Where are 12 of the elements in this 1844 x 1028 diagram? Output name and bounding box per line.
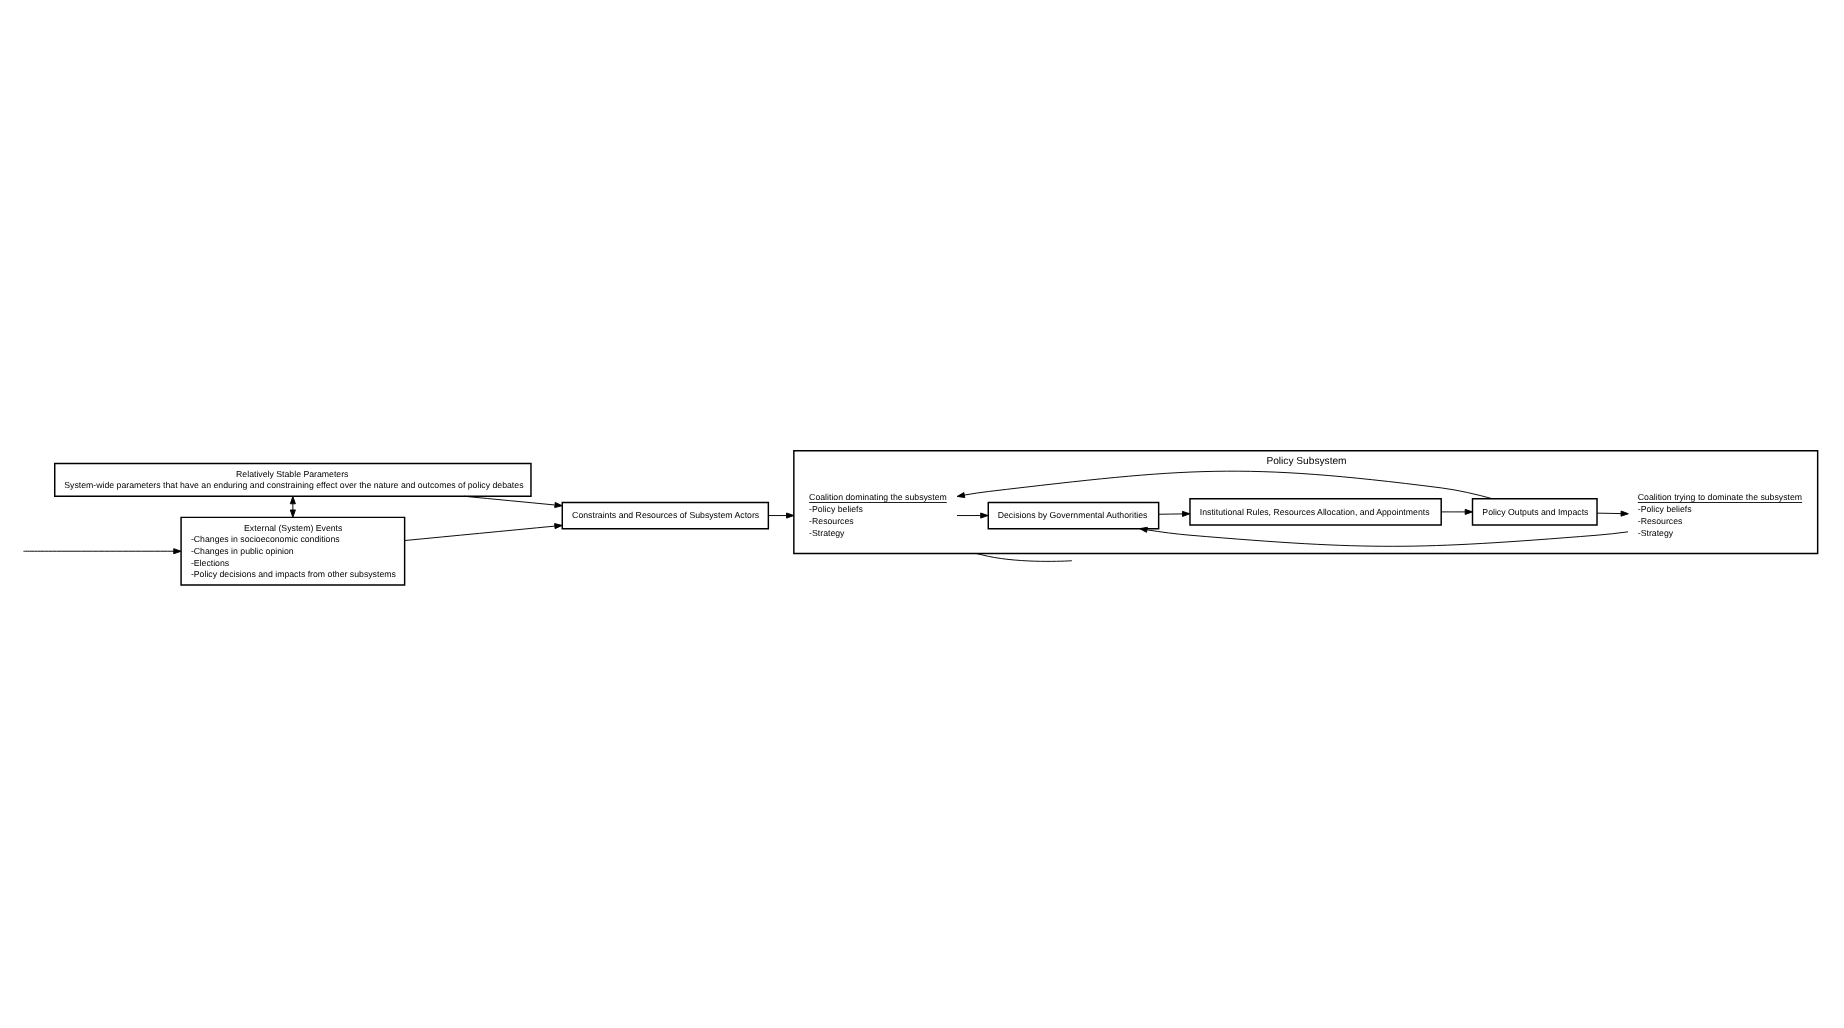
arrow bbox=[1158, 509, 1191, 516]
connector bbox=[975, 551, 1073, 561]
arrow bbox=[1596, 509, 1629, 516]
arrow bbox=[1440, 507, 1473, 514]
arrow bbox=[767, 511, 795, 518]
arrow bbox=[1139, 525, 1629, 546]
arrow bbox=[956, 511, 989, 518]
arrow bbox=[289, 495, 296, 517]
arrow bbox=[463, 494, 563, 507]
arrow bbox=[956, 469, 1493, 499]
arrow bbox=[404, 522, 563, 540]
arrow bbox=[23, 547, 182, 554]
